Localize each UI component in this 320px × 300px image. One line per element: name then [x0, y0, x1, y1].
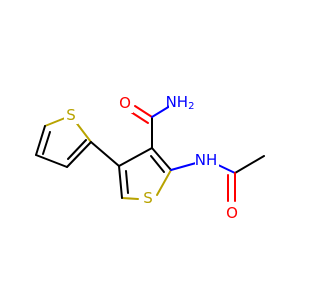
left-thiophene-ring: [35, 117, 92, 168]
bond-s-c2: [74, 120, 92, 143]
bond-carbonyl-cn: [151, 105, 171, 118]
sulfur-label-central-thiophene: S: [143, 189, 153, 207]
bond-c2-n-acetamido: [170, 162, 197, 171]
label-bg-o-acetyl: [224, 204, 240, 222]
bond-c5-c4-double: [42, 131, 51, 155]
bond-c5-c4-central-double: [125, 170, 129, 194]
bond-c5-c4-central: [118, 165, 123, 199]
oxygen-label-amide: O: [119, 94, 131, 112]
bond-biaryl: [90, 141, 120, 167]
label-bg-nh2: [169, 93, 199, 113]
carboxamide-group: [130, 105, 171, 149]
amide-nh2-subscript: 2: [188, 101, 194, 112]
amide-nh-text: NH: [166, 93, 189, 111]
label-bg-s-left: [64, 106, 78, 124]
bond-acetyl-c-methyl: [234, 155, 265, 174]
label-bg-o-amide: [118, 95, 133, 113]
bond-carbonyl-co: [134, 105, 153, 118]
central-thiophene-ring: [118, 147, 172, 200]
bond-c3-c2: [66, 141, 92, 168]
sulfur-label-left-thiophene: S: [66, 106, 76, 124]
bond-c4-c3: [35, 154, 68, 168]
molecule-diagram: S S O NH2 NH O: [35, 93, 265, 222]
bond-c2-s-central: [156, 169, 172, 196]
oxygen-label-acetyl: O: [226, 204, 238, 222]
label-bg-nh-acetamido: [195, 151, 219, 171]
acetamido-nh-label: NH: [195, 151, 218, 169]
bond-c4-c3-central: [118, 147, 153, 167]
bond-s-c5: [44, 117, 66, 127]
bond-s-c5-central: [121, 197, 139, 200]
label-bg-s-central: [141, 189, 155, 207]
bond-c3-c2-double: [67, 139, 87, 160]
amide-nh2-label: NH2: [166, 93, 195, 112]
bond-carbonyl-co-double: [130, 111, 149, 124]
bond-c3-c2-central: [151, 147, 172, 171]
bond-c5-c4: [35, 125, 46, 156]
bond-c3-c2-central-double: [150, 155, 165, 173]
acetamido-group: [170, 155, 265, 202]
